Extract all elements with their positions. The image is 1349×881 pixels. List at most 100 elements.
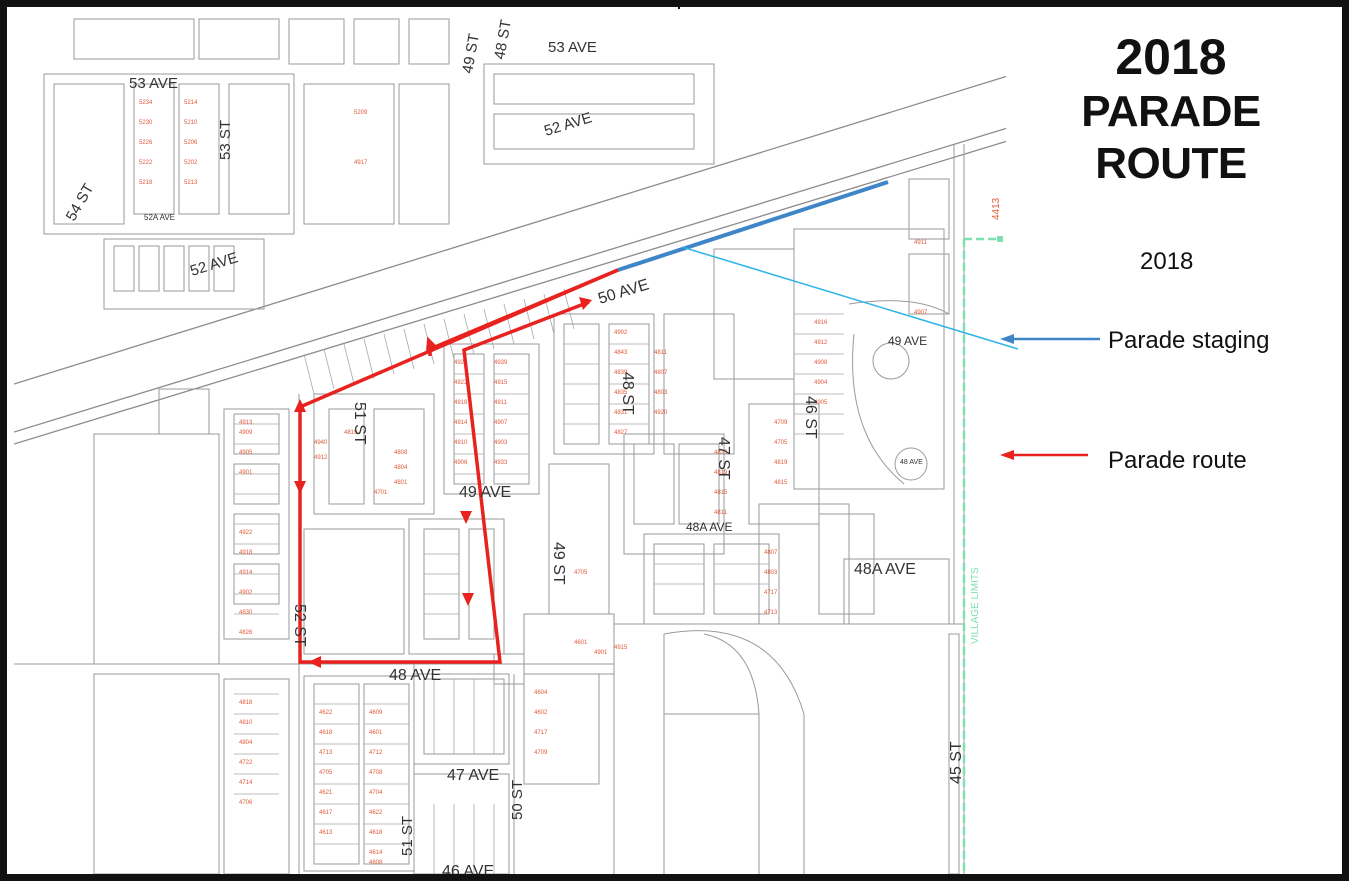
lot-number: 4804 <box>394 465 408 471</box>
highway-marker-label: 4413 <box>991 197 1002 220</box>
legend-route-label: Parade route <box>1108 447 1247 474</box>
lot-number: 4908 <box>814 360 828 366</box>
street-label-46-st: 46 ST <box>802 396 819 439</box>
lot-number: 4819 <box>714 470 728 476</box>
lot-number: 4839 <box>614 370 628 376</box>
lot-number: 4618 <box>319 730 333 736</box>
lot-number: 5214 <box>184 100 198 106</box>
lot-number: 4709 <box>774 420 788 426</box>
lot-number: 4907 <box>914 310 928 316</box>
lot-number: 5213 <box>184 180 198 186</box>
lot-number: 4903 <box>494 440 508 446</box>
lot-number: 4922 <box>239 530 253 536</box>
lot-number: 4907 <box>494 420 508 426</box>
top-tick-mark <box>678 0 680 9</box>
legend-staging-arrow-icon <box>1000 334 1100 344</box>
lot-number: 4622 <box>369 810 383 816</box>
legend-year: 2018 <box>1140 248 1194 275</box>
lot-number: 5210 <box>184 120 198 126</box>
lot-number: 4917 <box>354 160 368 166</box>
lot-number: 4604 <box>534 690 548 696</box>
title-main: PARADE ROUTE <box>1081 87 1261 188</box>
parade-staging-line[interactable] <box>617 180 889 272</box>
lot-number: 4622 <box>319 710 333 716</box>
lot-number: 4826 <box>239 630 253 636</box>
street-label-53-st: 53 ST <box>217 120 234 160</box>
lot-number: 4811 <box>654 350 668 356</box>
street-label-49-st: 49 ST <box>550 542 567 585</box>
lot-number: 4803 <box>764 570 778 576</box>
lot-number: 4905 <box>239 450 253 456</box>
lot-number: 4920 <box>654 410 668 416</box>
lot-number: 4827 <box>614 430 628 436</box>
legend-staging-label: Parade staging <box>1108 327 1270 354</box>
lot-number: 4916 <box>814 320 828 326</box>
lot-number: 4621 <box>319 790 333 796</box>
lot-number: 4926 <box>454 360 468 366</box>
street-label-45-st: 45 ST <box>948 741 965 784</box>
lot-number: 4722 <box>239 760 253 766</box>
route-arrows <box>294 297 592 668</box>
lot-number: 5209 <box>354 110 368 116</box>
street-label-51-st-south: 51 ST <box>399 816 416 856</box>
street-label-50-st: 50 ST <box>509 780 526 820</box>
lot-number: 4807 <box>764 550 778 556</box>
lot-number: 4601 <box>369 730 383 736</box>
lot-number: 4808 <box>394 450 408 456</box>
lot-number: 4933 <box>494 460 508 466</box>
lot-number: 4601 <box>574 640 588 646</box>
lot-number-labels: 5234523052265222521852145210520652025213… <box>139 100 928 866</box>
lot-number: 4618 <box>369 830 383 836</box>
street-label-51-st: 51 ST <box>351 402 368 445</box>
lot-lines <box>234 288 844 874</box>
lot-number: 4901 <box>594 650 608 656</box>
lot-number: 4815 <box>714 490 728 496</box>
lot-number: 4902 <box>614 330 628 336</box>
lot-number: 5226 <box>139 140 153 146</box>
lot-number: 4705 <box>774 440 788 446</box>
lot-number: 4915 <box>494 380 508 386</box>
street-label-49-ave: 49 AVE <box>459 484 511 501</box>
street-label-53-ave-top: 53 AVE <box>548 39 597 56</box>
lot-number: 4807 <box>654 370 668 376</box>
lot-number: 4818 <box>239 700 253 706</box>
lot-number: 4904 <box>814 380 828 386</box>
lot-number: 5206 <box>184 140 198 146</box>
lot-number: 4835 <box>614 390 628 396</box>
lot-number: 4914 <box>239 570 253 576</box>
lot-number: 4815 <box>774 480 788 486</box>
lot-number: 4901 <box>239 470 253 476</box>
lot-number: 4706 <box>239 800 253 806</box>
lot-number: 5222 <box>139 160 153 166</box>
lot-number: 4940 <box>314 440 328 446</box>
lot-number: 4801 <box>394 480 408 486</box>
lot-number: 4912 <box>814 340 828 346</box>
lot-number: 4714 <box>239 780 253 786</box>
street-label-47-st: 47 ST <box>715 437 732 480</box>
lot-number: 4613 <box>319 830 333 836</box>
lot-number: 4709 <box>534 750 548 756</box>
lot-number: 4803 <box>654 390 668 396</box>
street-label-49-ave-east: 49 AVE <box>888 334 927 348</box>
lot-number: 4918 <box>454 400 468 406</box>
lot-number: 4905 <box>814 400 828 406</box>
lot-number: 4609 <box>369 710 383 716</box>
lot-number: 4713 <box>319 750 333 756</box>
lot-number: 4918 <box>239 550 253 556</box>
lot-number: 4717 <box>534 730 548 736</box>
street-label-52a-ave: 52A AVE <box>144 213 175 222</box>
lot-number: 4811 <box>714 510 728 516</box>
lot-number: 4602 <box>534 710 548 716</box>
lot-number: 4902 <box>239 590 253 596</box>
street-label-52-st: 52 ST <box>291 604 308 647</box>
lot-number: 4913 <box>239 420 253 426</box>
lot-number: 4819 <box>774 460 788 466</box>
lot-number: 4614 <box>369 850 383 856</box>
lot-number: 4717 <box>764 590 778 596</box>
highway-band <box>14 73 1015 445</box>
lot-number: 4705 <box>319 770 333 776</box>
lot-number: 4819 <box>344 430 358 436</box>
lot-number: 4705 <box>574 570 588 576</box>
street-label-47-ave: 47 AVE <box>447 767 499 784</box>
street-label-48-st-north: 48 ST <box>491 18 515 60</box>
